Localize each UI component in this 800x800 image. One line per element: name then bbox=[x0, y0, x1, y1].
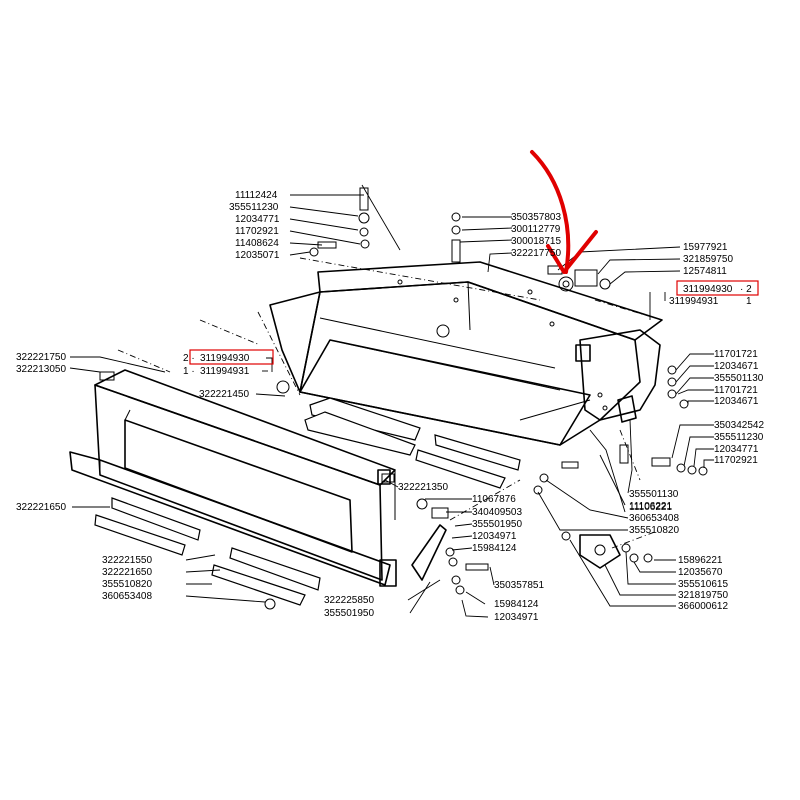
highlight-box-left bbox=[189, 349, 274, 365]
part-label: 311994930 bbox=[683, 284, 733, 295]
part-label: 322221550 bbox=[102, 555, 152, 566]
part-qty: 1 · bbox=[183, 366, 195, 377]
part-label: 322217750 bbox=[511, 248, 561, 259]
part-label: 11106221 bbox=[629, 502, 672, 513]
part-label: 11701721 bbox=[714, 385, 758, 396]
part-label: 322221650 bbox=[102, 567, 152, 578]
part-label: 300112779 bbox=[511, 224, 561, 235]
construction-lines bbox=[117, 257, 663, 549]
part-label: 322221650 bbox=[16, 502, 66, 513]
part-label: 321859750 bbox=[683, 254, 733, 265]
part-label: 322221450 bbox=[199, 389, 249, 400]
part-label: 355510615 bbox=[678, 579, 728, 590]
part-label: 11112424 bbox=[235, 190, 278, 201]
part-label: 300018715 bbox=[511, 236, 561, 247]
part-label: 12034671 bbox=[714, 361, 759, 372]
part-label: 355501950 bbox=[472, 519, 522, 530]
part-label: 355501130 bbox=[714, 373, 764, 384]
part-label: 350357851 bbox=[494, 580, 544, 591]
part-label: 11067876 bbox=[472, 494, 516, 505]
part-label: 12035670 bbox=[678, 567, 723, 578]
part-label: 350342542 bbox=[714, 420, 764, 431]
part-label: 12574811 bbox=[683, 266, 727, 277]
red-arrow-icon bbox=[530, 150, 598, 274]
part-label: 322221350 bbox=[398, 482, 448, 493]
part-label: 355501130 bbox=[629, 489, 679, 500]
part-label: 360653408 bbox=[629, 513, 679, 524]
brackets bbox=[411, 524, 621, 581]
upper-frame bbox=[269, 261, 663, 446]
part-qty: 1 bbox=[746, 296, 752, 307]
part-label: 15984124 bbox=[494, 599, 539, 610]
part-label: 322213050 bbox=[16, 364, 66, 375]
part-label: 15977921 bbox=[683, 242, 728, 253]
part-label: 311994931 bbox=[200, 366, 250, 377]
part-qty: · 2 bbox=[740, 284, 752, 295]
part-label: 350357803 bbox=[511, 212, 561, 223]
part-label: 355511230 bbox=[229, 202, 279, 213]
part-label: 11702921 bbox=[714, 455, 758, 466]
part-label: 15896221 bbox=[678, 555, 723, 566]
part-label: 311994930 bbox=[200, 353, 250, 364]
rubber-strips bbox=[94, 397, 521, 606]
part-label: 311994931 bbox=[669, 296, 719, 307]
highlight-box-right bbox=[676, 280, 759, 296]
part-label: 11701721 bbox=[714, 349, 758, 360]
part-qty: 2 · bbox=[183, 353, 195, 364]
part-label: 340409503 bbox=[472, 507, 522, 518]
part-label: 355511230 bbox=[714, 432, 764, 443]
part-label: 321819750 bbox=[678, 590, 728, 601]
front-grille-frame bbox=[69, 369, 397, 587]
part-label: 322221750 bbox=[16, 352, 66, 363]
part-label: 11106221 bbox=[629, 501, 672, 512]
part-label: 355501950 bbox=[324, 608, 374, 619]
part-label: 12034671 bbox=[714, 396, 759, 407]
part-label: 11408624 bbox=[235, 238, 279, 249]
part-label: 12034971 bbox=[472, 531, 517, 542]
part-label: 15984124 bbox=[472, 543, 517, 554]
part-label: 12034771 bbox=[235, 214, 280, 225]
part-label: 11702921 bbox=[235, 226, 279, 237]
part-label: 355510820 bbox=[629, 525, 679, 536]
part-label: 12034771 bbox=[714, 444, 759, 455]
part-label: 355510820 bbox=[102, 579, 152, 590]
part-label: 366000612 bbox=[678, 601, 728, 612]
part-label: 12035071 bbox=[235, 250, 280, 261]
part-label: 322225850 bbox=[324, 595, 374, 606]
part-label: 360653408 bbox=[102, 591, 152, 602]
part-labels: 11112424 355511230 12034771 11702921 114… bbox=[16, 190, 764, 623]
part-label: 12034971 bbox=[494, 612, 539, 623]
